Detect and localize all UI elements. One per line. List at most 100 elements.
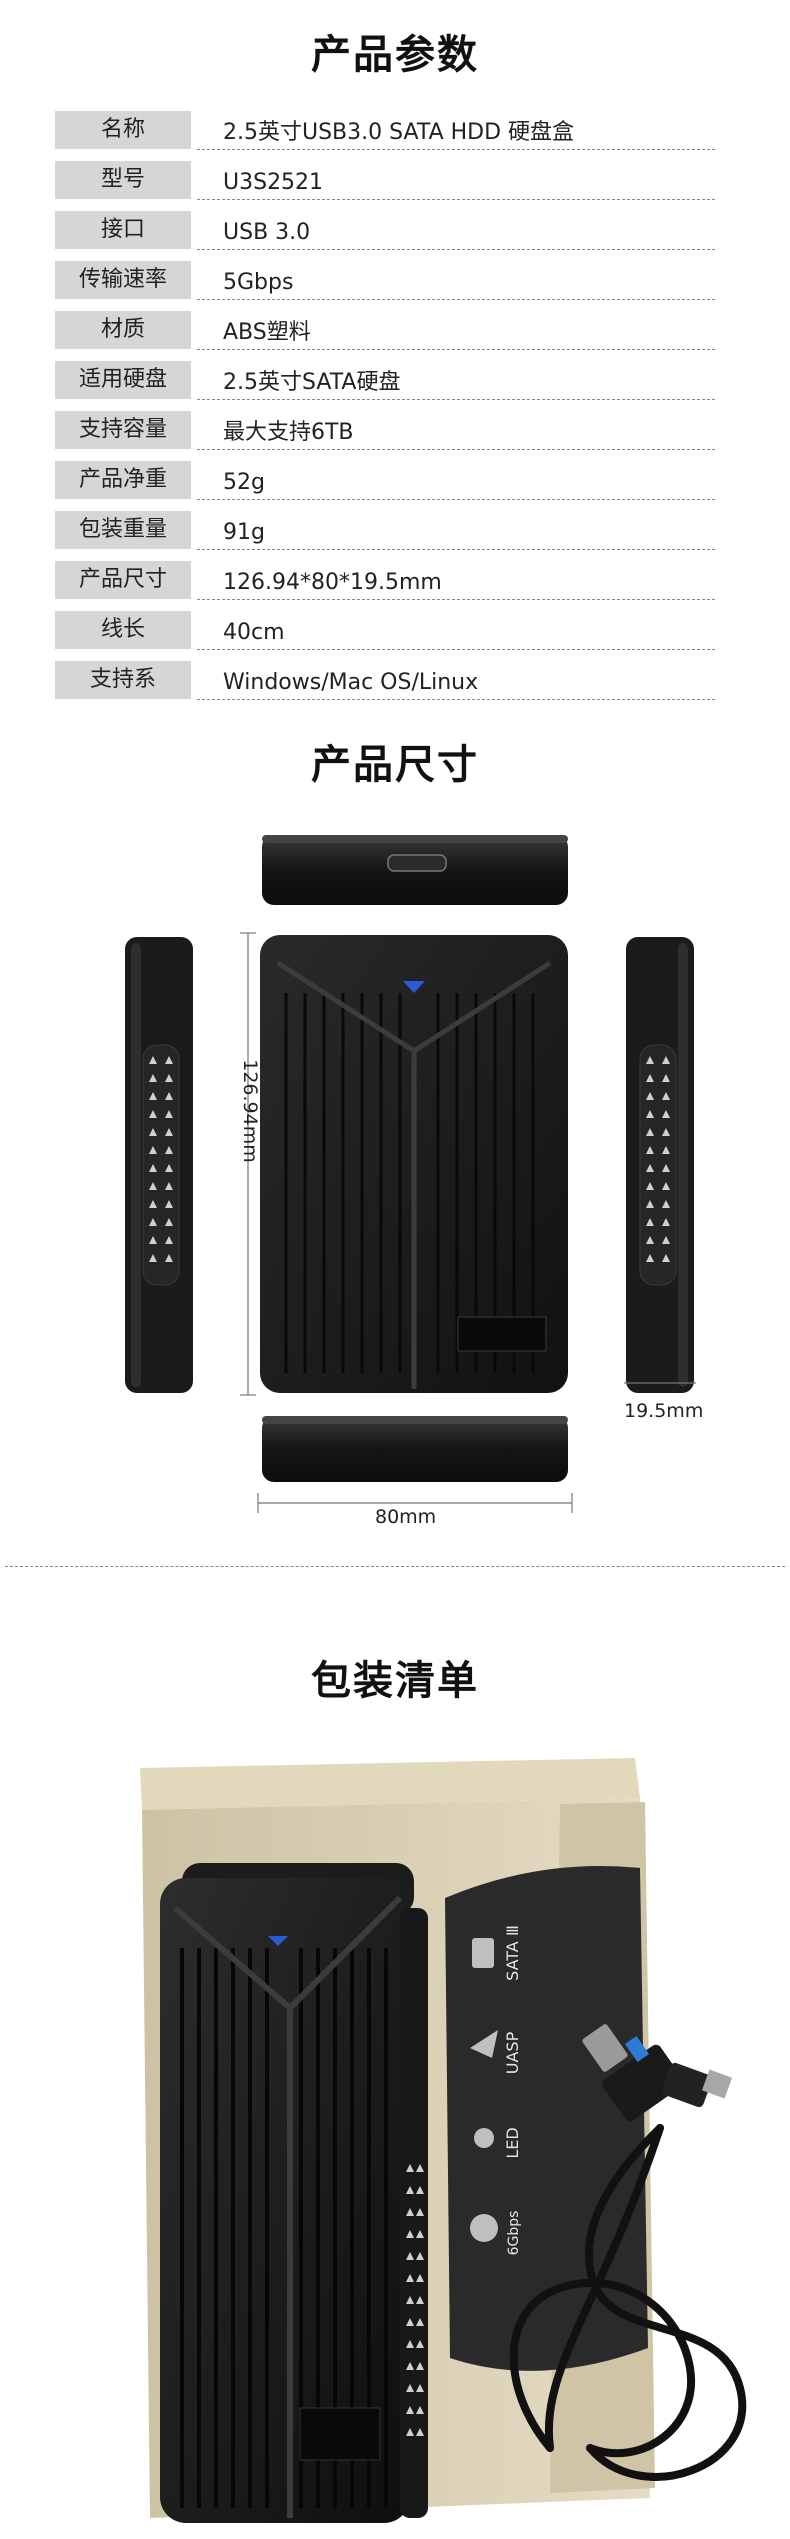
vent-triangle bbox=[416, 2318, 424, 2326]
size-title: 产品尺寸 bbox=[311, 742, 479, 788]
vent-triangle bbox=[416, 2428, 424, 2436]
vent-triangle bbox=[646, 1200, 654, 1208]
vent-triangle bbox=[662, 1128, 670, 1136]
vent-triangle bbox=[646, 1056, 654, 1064]
vent-triangle bbox=[646, 1146, 654, 1154]
vent-triangle bbox=[662, 1110, 670, 1118]
spec-value: USB 3.0 bbox=[223, 220, 311, 245]
width-dimension-label: 80mm bbox=[375, 1506, 437, 1528]
vent-triangle bbox=[149, 1128, 157, 1136]
vent-triangle bbox=[416, 2208, 424, 2216]
vent-triangle bbox=[416, 2340, 424, 2348]
section-divider bbox=[5, 1566, 785, 1567]
box-print-led: LED bbox=[503, 2127, 522, 2158]
specs-title: 产品参数 bbox=[311, 32, 479, 78]
vent-triangle bbox=[149, 1092, 157, 1100]
vent-triangle bbox=[406, 2384, 414, 2392]
vent-triangle bbox=[165, 1254, 173, 1262]
spec-divider bbox=[197, 449, 715, 450]
device-top-view bbox=[262, 835, 568, 905]
spec-value: 52g bbox=[223, 470, 265, 495]
vent-triangle bbox=[416, 2164, 424, 2172]
spec-value: ABS塑料 bbox=[223, 320, 311, 345]
vent-triangle bbox=[662, 1146, 670, 1154]
spec-label: 包装重量 bbox=[55, 511, 191, 549]
vent-triangle bbox=[149, 1056, 157, 1064]
dimension-lines bbox=[240, 932, 696, 1513]
vent-triangle bbox=[406, 2362, 414, 2370]
vent-triangle bbox=[662, 1254, 670, 1262]
spec-label: 适用硬盘 bbox=[55, 361, 191, 399]
spec-divider bbox=[197, 349, 715, 350]
spec-label: 产品尺寸 bbox=[55, 561, 191, 599]
spec-label: 型号 bbox=[55, 161, 191, 199]
vent-triangle bbox=[149, 1164, 157, 1172]
vent-triangle bbox=[165, 1110, 173, 1118]
spec-divider bbox=[197, 249, 715, 250]
spec-label: 材质 bbox=[55, 311, 191, 349]
vent-triangle bbox=[416, 2406, 424, 2414]
vent-triangle bbox=[646, 1128, 654, 1136]
spec-label: 线长 bbox=[55, 611, 191, 649]
vent-triangle bbox=[406, 2340, 414, 2348]
spec-label: 产品净重 bbox=[55, 461, 191, 499]
vent-triangle bbox=[662, 1182, 670, 1190]
vent-triangle bbox=[406, 2296, 414, 2304]
spec-divider bbox=[197, 549, 715, 550]
vent-triangle bbox=[165, 1092, 173, 1100]
vent-triangle bbox=[406, 2164, 414, 2172]
spec-label: 支持系 bbox=[55, 661, 191, 699]
height-dimension-label: 126.94mm bbox=[239, 1059, 261, 1163]
spec-label: 名称 bbox=[55, 111, 191, 149]
vent-triangle bbox=[149, 1074, 157, 1082]
vent-triangle bbox=[165, 1236, 173, 1244]
vent-triangle bbox=[165, 1056, 173, 1064]
usb-cable bbox=[509, 2124, 747, 2481]
vent-triangle bbox=[416, 2230, 424, 2238]
vent-triangle bbox=[662, 1056, 670, 1064]
vent-triangle bbox=[416, 2252, 424, 2260]
vent-triangle bbox=[662, 1200, 670, 1208]
spec-value: 5Gbps bbox=[223, 270, 294, 295]
vent-triangle bbox=[165, 1218, 173, 1226]
spec-value: 126.94*80*19.5mm bbox=[223, 570, 442, 595]
device-right-side-view bbox=[626, 937, 694, 1393]
spec-divider bbox=[197, 499, 715, 500]
vent-triangle bbox=[149, 1182, 157, 1190]
vent-triangle bbox=[406, 2186, 414, 2194]
device-bottom-view bbox=[262, 1416, 568, 1482]
spec-divider bbox=[197, 149, 715, 150]
vent-triangle bbox=[165, 1146, 173, 1154]
spec-divider bbox=[197, 599, 715, 600]
spec-value: U3S2521 bbox=[223, 170, 324, 195]
vent-triangle bbox=[416, 2274, 424, 2282]
box-print-uasp: UASP bbox=[503, 2031, 522, 2074]
vent-triangle bbox=[646, 1218, 654, 1226]
vent-triangle bbox=[165, 1164, 173, 1172]
spec-row: 传输速率 5Gbps bbox=[55, 257, 715, 300]
spec-divider bbox=[197, 199, 715, 200]
vent-triangle bbox=[406, 2428, 414, 2436]
spec-divider bbox=[197, 699, 715, 700]
vent-triangle bbox=[416, 2186, 424, 2194]
vent-triangle bbox=[149, 1200, 157, 1208]
vent-triangle bbox=[646, 1254, 654, 1262]
vent-triangle bbox=[165, 1128, 173, 1136]
spec-label: 传输速率 bbox=[55, 261, 191, 299]
spec-divider bbox=[197, 399, 715, 400]
device-front-view bbox=[260, 935, 568, 1393]
vent-triangle bbox=[646, 1092, 654, 1100]
spec-row: 型号 U3S2521 bbox=[55, 157, 715, 200]
vent-triangle bbox=[416, 2362, 424, 2370]
vent-triangle bbox=[165, 1074, 173, 1082]
vent-triangle bbox=[165, 1182, 173, 1190]
package-photo: SATA Ⅲ UASP LED 6Gbps bbox=[140, 1758, 747, 2523]
vent-triangle bbox=[646, 1074, 654, 1082]
box-feature-icons bbox=[470, 1938, 498, 2242]
vent-triangle bbox=[662, 1074, 670, 1082]
vent-triangle bbox=[406, 2274, 414, 2282]
